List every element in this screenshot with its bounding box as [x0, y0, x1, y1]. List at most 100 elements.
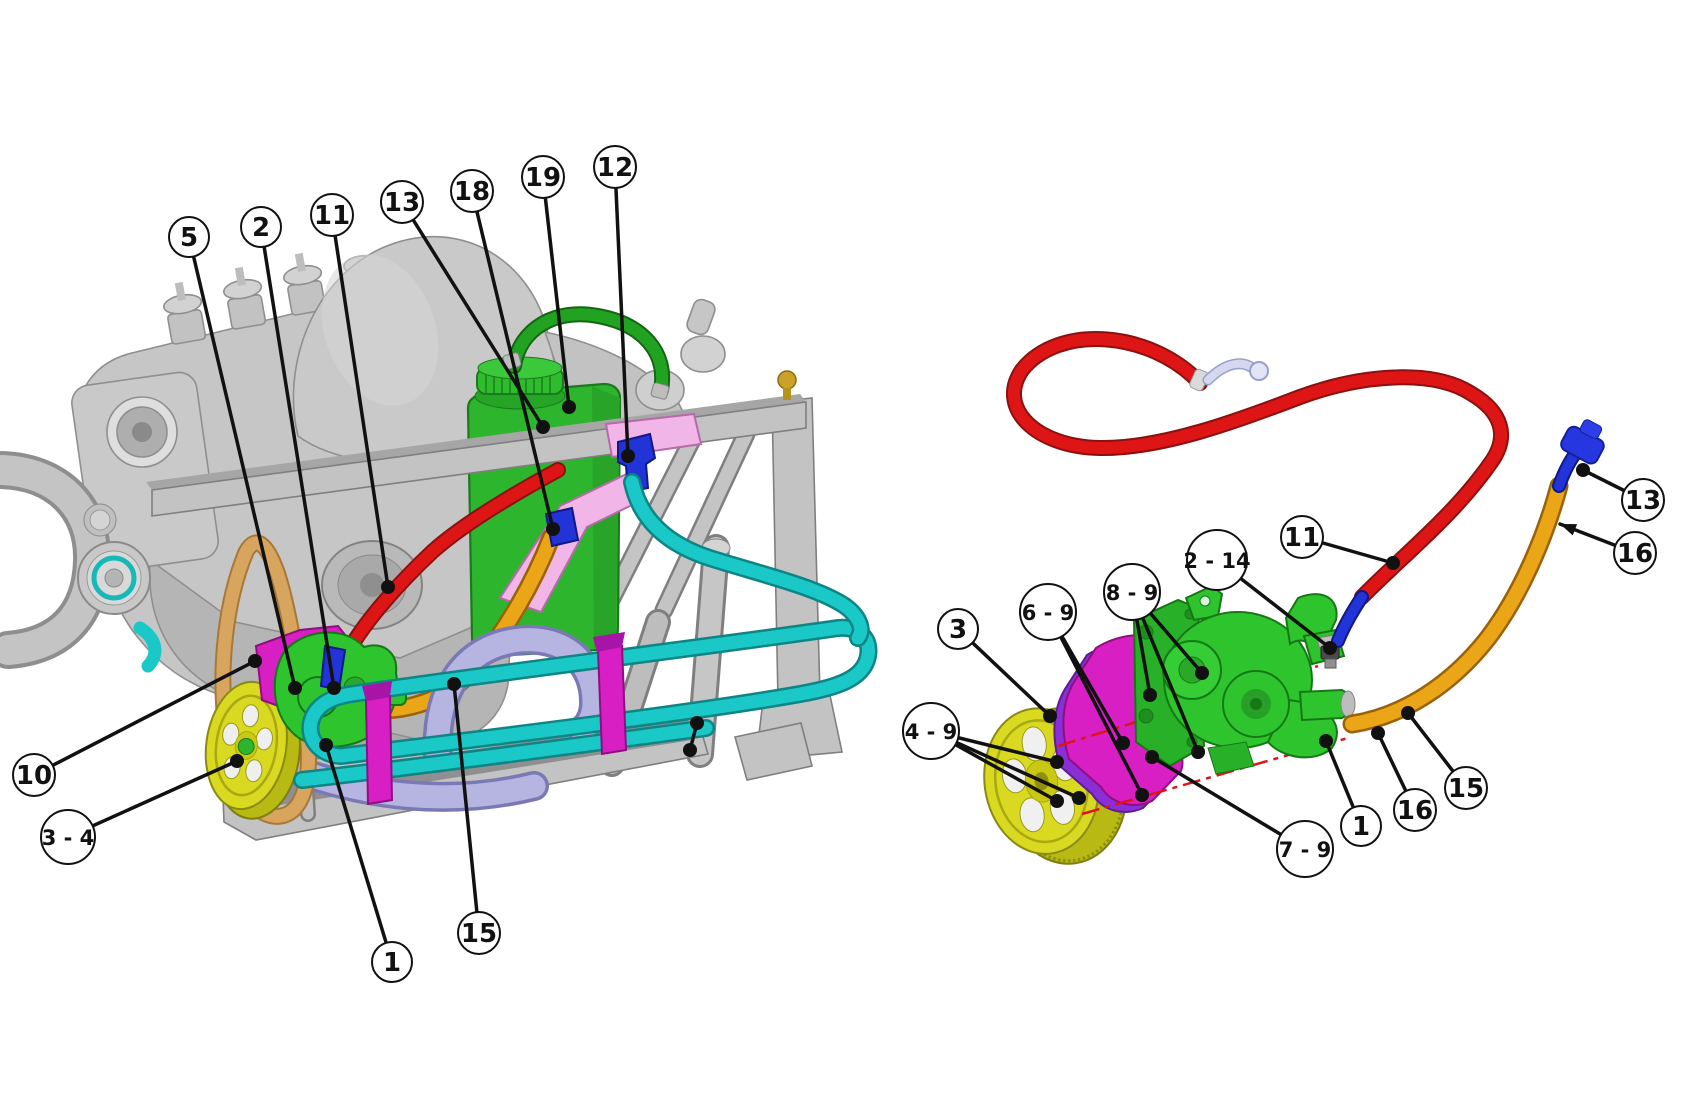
callout-balloon[interactable]	[1393, 788, 1437, 832]
hold-down-stem	[783, 388, 791, 400]
callout-11-engine[interactable]: 11	[310, 193, 395, 594]
callout-8-9-exploded[interactable]: 8 - 9	[1103, 563, 1209, 759]
callout-balloon[interactable]	[450, 169, 494, 213]
pump-tab-hole	[1199, 595, 1211, 607]
pipe-strap	[364, 694, 394, 806]
pipe-strap-hook	[362, 681, 392, 701]
supply-hose-fitting	[1560, 419, 1605, 465]
callout-number: 2	[252, 213, 270, 243]
drive-belt	[216, 536, 315, 823]
callout-number: 13	[1625, 486, 1661, 516]
callout-1-exploded[interactable]: 1	[1319, 734, 1382, 847]
callout-16-exploded[interactable]: 16	[1371, 726, 1437, 832]
breather-elbow	[686, 298, 716, 336]
callout-2-engine[interactable]: 2	[240, 206, 341, 695]
callout-1-engine[interactable]: 1	[319, 738, 413, 983]
return-hose-blue-end	[1333, 592, 1367, 646]
leader-dot	[319, 738, 333, 752]
throttle-body	[167, 308, 207, 345]
callout-number: 4 - 9	[905, 720, 958, 744]
pulley-ring	[214, 694, 279, 797]
leader-dot	[562, 400, 576, 414]
pump-ear-bolt	[1138, 708, 1154, 724]
callout-balloon[interactable]	[380, 180, 424, 224]
leader-mark	[683, 716, 704, 757]
leader-dot	[1143, 688, 1157, 702]
pump-housing-center	[1250, 698, 1262, 710]
callout-18-engine[interactable]: 18	[450, 169, 560, 536]
callout-balloon[interactable]	[40, 809, 96, 865]
callout-balloon[interactable]	[1621, 478, 1665, 522]
callout-balloon[interactable]	[1276, 820, 1334, 878]
leader-dot	[1072, 791, 1086, 805]
leader-dot	[248, 654, 262, 668]
cooler-hose	[625, 475, 868, 645]
callout-7-9-exploded[interactable]: 7 - 9	[1145, 750, 1334, 878]
callout-balloon[interactable]	[1103, 563, 1161, 621]
airbox-highlight	[321, 254, 439, 406]
leader-dot	[288, 681, 302, 695]
callout-balloon[interactable]	[593, 145, 637, 189]
callout-number: 5	[180, 223, 198, 253]
callout-balloon[interactable]	[371, 941, 413, 983]
callout-balloon[interactable]	[1186, 529, 1248, 591]
callout-balloon[interactable]	[240, 206, 282, 248]
callout-10-engine[interactable]: 10	[12, 654, 262, 797]
throttle-bore-center	[132, 422, 152, 442]
assembly-centerline	[1081, 736, 1349, 816]
callout-balloon[interactable]	[457, 911, 501, 955]
leader-dot	[536, 420, 550, 434]
callout-balloon[interactable]	[12, 753, 56, 797]
fitting-cap	[1579, 419, 1603, 440]
callout-15-exploded[interactable]: 15	[1401, 706, 1488, 810]
leader-dot	[1116, 736, 1130, 750]
callout-19-engine[interactable]: 19	[521, 155, 576, 414]
runner-flange-2	[680, 335, 726, 373]
callout-6-9-exploded[interactable]: 6 - 9	[1019, 583, 1149, 802]
hose-end-fitting-tip	[1249, 361, 1269, 381]
callout-balloon[interactable]	[902, 702, 960, 760]
callout-12-engine[interactable]: 12	[593, 145, 637, 463]
callout-balloon[interactable]	[521, 155, 565, 199]
callout-3-4-engine[interactable]: 3 - 4	[40, 754, 244, 865]
callout-15-engine[interactable]: 15	[447, 677, 501, 955]
callout-balloon[interactable]	[1444, 766, 1488, 810]
alternator-hub	[360, 573, 384, 597]
callout-5-engine[interactable]: 5	[168, 216, 302, 695]
callout-number: 1	[1352, 812, 1370, 842]
callout-balloon[interactable]	[168, 216, 210, 258]
hose-clip	[650, 382, 670, 400]
callout-balloon[interactable]	[310, 193, 354, 237]
callout-number: 15	[461, 919, 497, 949]
leader-dot	[447, 677, 461, 691]
callout-3-exploded[interactable]: 3	[937, 608, 1057, 723]
injector	[174, 281, 186, 301]
callout-number: 11	[314, 201, 350, 231]
leader-dot	[690, 716, 704, 730]
leader-dot	[327, 681, 341, 695]
callout-balloon[interactable]	[937, 608, 979, 650]
return-hose	[1008, 333, 1507, 603]
callout-balloon[interactable]	[1019, 583, 1077, 641]
callout-13-exploded[interactable]: 13	[1576, 463, 1665, 522]
callout-number: 10	[16, 761, 52, 791]
callout-16-exploded[interactable]: 16	[1558, 522, 1657, 575]
water-pump-cyan-line	[133, 621, 162, 673]
callout-2-14-exploded[interactable]: 2 - 14	[1183, 529, 1337, 655]
callout-balloon[interactable]	[1340, 805, 1382, 847]
callout-balloon[interactable]	[1280, 515, 1324, 559]
callout-11-exploded[interactable]: 11	[1280, 515, 1400, 570]
engine-assembly-view	[0, 235, 878, 841]
callout-number: 12	[597, 153, 633, 183]
water-pump-seal-ring	[91, 555, 137, 601]
callout-balloon[interactable]	[1613, 531, 1657, 575]
pump-snout-cap	[1340, 690, 1356, 718]
callout-4-9-exploded[interactable]: 4 - 9	[902, 702, 1086, 808]
callout-number: 19	[525, 163, 561, 193]
leader-dot	[1191, 745, 1205, 759]
callout-number: 11	[1284, 523, 1320, 553]
pump-lower-lug	[1207, 741, 1255, 775]
reservoir-hose	[508, 308, 669, 396]
